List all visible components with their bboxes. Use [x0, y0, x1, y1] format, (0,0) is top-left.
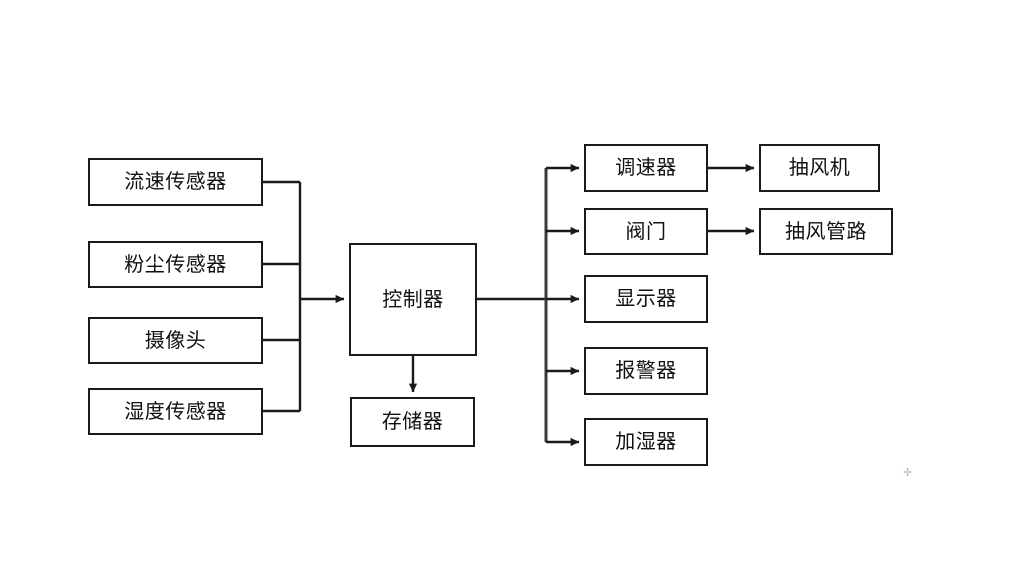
node-exhaust-duct[interactable]: 抽风管路	[759, 208, 893, 255]
node-storage-label: 存储器	[381, 409, 444, 433]
node-valve[interactable]: 阀门	[584, 208, 708, 255]
node-display[interactable]: 显示器	[584, 275, 708, 323]
node-flow-sensor[interactable]: 流速传感器	[88, 158, 263, 206]
node-storage[interactable]: 存储器	[350, 397, 475, 447]
node-dust-sensor[interactable]: 粉尘传感器	[88, 241, 263, 288]
node-exhaust-fan[interactable]: 抽风机	[759, 144, 880, 192]
node-humidifier-label: 加湿器	[615, 429, 677, 453]
node-speed-governor-label: 调速器	[615, 155, 677, 179]
node-alarm-label: 报警器	[615, 358, 677, 382]
node-dust-sensor-label: 粉尘传感器	[124, 251, 227, 276]
node-speed-governor[interactable]: 调速器	[584, 144, 708, 192]
stray-mark-icon: ✛	[903, 466, 913, 479]
node-flow-sensor-label: 流速传感器	[124, 169, 227, 193]
node-valve-label: 阀门	[625, 218, 667, 243]
node-exhaust-fan-label: 抽风机	[788, 155, 851, 179]
node-humidity-sensor-label: 湿度传感器	[124, 398, 227, 423]
node-controller-label: 控制器	[382, 286, 444, 311]
node-exhaust-duct-label: 抽风管路	[785, 218, 867, 243]
node-camera-label: 摄像头	[144, 327, 207, 352]
node-humidity-sensor[interactable]: 湿度传感器	[88, 388, 263, 435]
node-alarm[interactable]: 报警器	[584, 347, 708, 395]
node-camera[interactable]: 摄像头	[88, 317, 263, 364]
node-humidifier[interactable]: 加湿器	[584, 418, 708, 466]
node-display-label: 显示器	[615, 286, 677, 310]
node-controller[interactable]: 控制器	[349, 243, 477, 356]
